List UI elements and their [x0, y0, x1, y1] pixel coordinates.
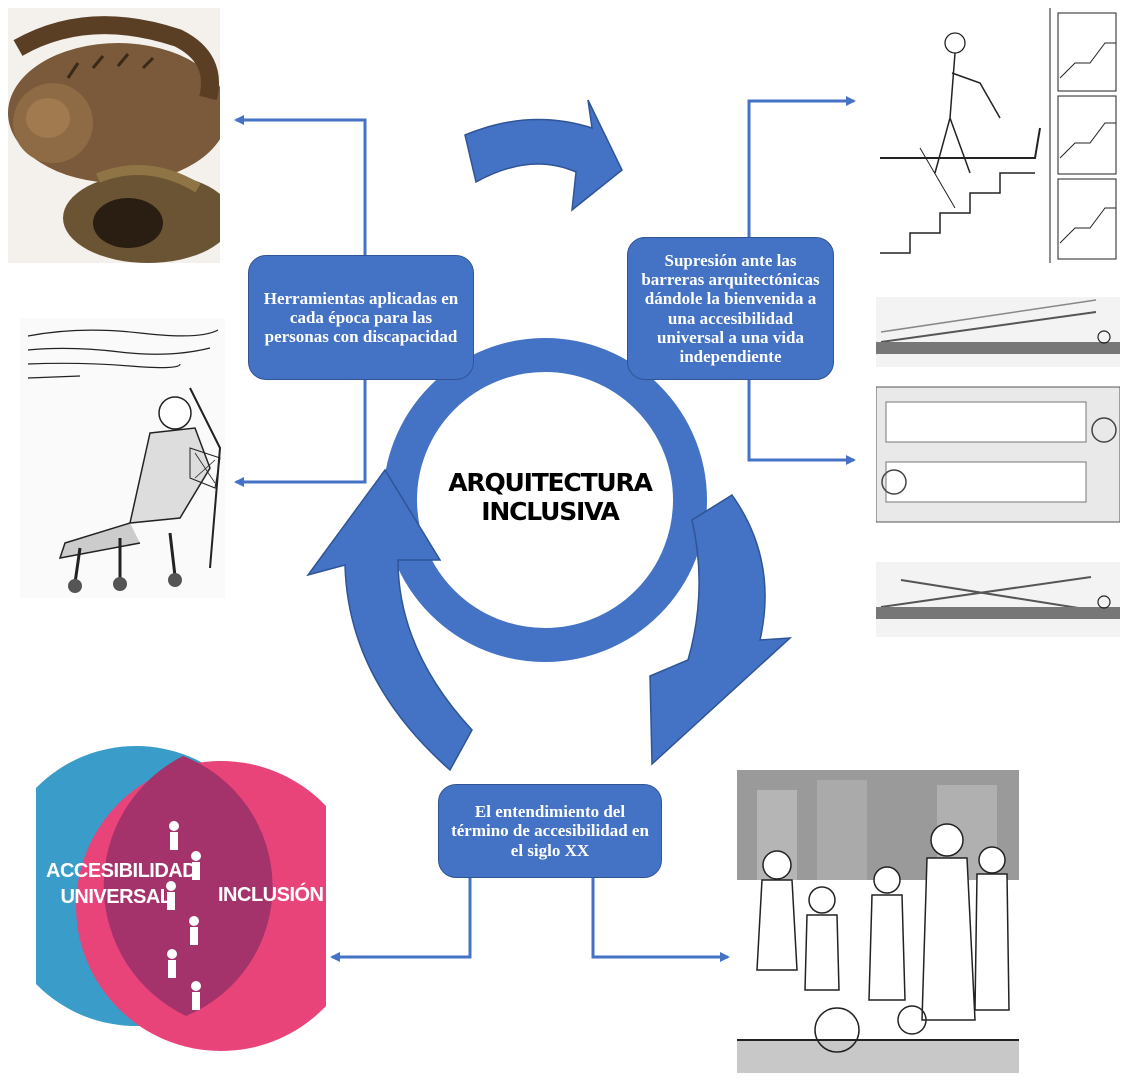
stair-handrail-drawing — [860, 8, 1120, 263]
connector-to-street — [591, 853, 730, 962]
box-history-tools: Herramientas aplicadas en cada época par… — [248, 255, 474, 380]
box-history-tools-text: Herramientas aplicadas en cada época par… — [263, 288, 459, 347]
people-pictograms-icon — [166, 821, 201, 1010]
venn-right-label: INCLUSIÓN — [218, 884, 324, 906]
connector-to-prosthetic — [234, 115, 367, 255]
venn-accessibility-inclusion: ACCESIBILIDAD UNIVERSAL INCLUSIÓN — [36, 716, 326, 1072]
venn-left-label: ACCESIBILIDAD UNIVERSAL — [46, 858, 197, 910]
box-barriers: Supresión ante las barreras arquitectóni… — [627, 237, 834, 380]
box-barriers-text: Supresión ante las barreras arquitectóni… — [641, 251, 820, 366]
historical-chair-sketch — [20, 318, 225, 598]
center-title: ARQUITECTURA INCLUSIVA — [448, 468, 653, 526]
box-understanding: El entendimiento del término de accesibi… — [438, 784, 662, 878]
curved-arrow-right — [649, 493, 793, 766]
venn-overlap — [103, 756, 273, 1016]
box-understanding-text: El entendimiento del término de accesibi… — [451, 802, 649, 860]
ramp-plans-drawing — [876, 292, 1120, 642]
connector-to-stairs — [747, 96, 856, 237]
curved-arrow-top — [464, 99, 623, 212]
street-people-illustration — [737, 770, 1019, 1073]
connector-to-venn — [330, 878, 472, 962]
venn-left-label-line2: UNIVERSAL — [60, 886, 172, 908]
connector-to-ramps — [747, 380, 856, 465]
prosthetic-toe-photo — [8, 8, 220, 263]
connector-to-chair — [234, 380, 367, 487]
venn-left-label-line1: ACCESIBILIDAD — [46, 860, 197, 882]
curved-arrow-left — [306, 468, 473, 772]
